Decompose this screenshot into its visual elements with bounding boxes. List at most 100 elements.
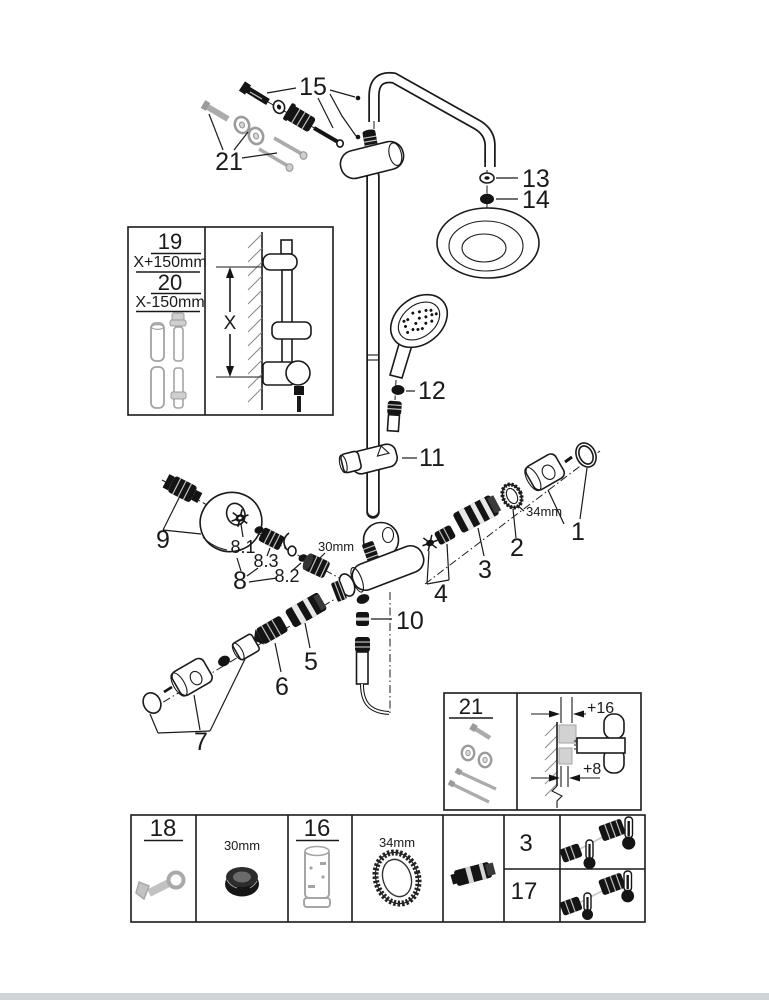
socket-sleeve-icon (303, 845, 331, 908)
wrench-icon (135, 870, 186, 901)
leader-34mm (516, 504, 525, 512)
rail-length-inset: 19 X+150mm 20 X-150mm (127, 226, 334, 416)
inset-number-20: 20 (158, 270, 182, 295)
leader-9 (162, 495, 202, 535)
retainer-clip (283, 532, 290, 551)
adapter-icon (450, 862, 496, 886)
callout-6: 6 (275, 673, 289, 701)
callout-14: 14 (522, 186, 550, 214)
valve-bottom-gasket (356, 594, 370, 604)
leader-7 (149, 658, 246, 734)
check-valve-6 (253, 616, 288, 645)
callout-3: 3 (478, 556, 492, 584)
ring-nut-34mm-icon (372, 849, 422, 907)
table-size-30mm: 30mm (224, 838, 260, 853)
shower-arm (368, 71, 496, 167)
leader-3 (477, 527, 485, 557)
callout-5: 5 (304, 648, 318, 676)
union-set-7 (142, 633, 260, 714)
leader-8-1 (240, 523, 244, 538)
callout-9: 9 (156, 526, 170, 554)
gasket-8 (254, 526, 264, 534)
thermostat-valve-body (331, 544, 425, 602)
leader-4 (426, 543, 450, 585)
callout-12: 12 (418, 377, 446, 405)
union-part-9 (162, 474, 203, 503)
inset-length-19: X+150mm (133, 254, 206, 271)
leader-8-2 (292, 562, 302, 571)
head-shower (436, 207, 540, 279)
thermometer-icon (622, 816, 636, 850)
handshower-connector (386, 400, 402, 433)
wall-bracket-top (339, 140, 405, 180)
inset-21-hardware (447, 722, 497, 804)
thermometer-icon (582, 892, 593, 920)
callout-7: 7 (194, 728, 208, 756)
inset-length-20: X-150mm (135, 294, 204, 311)
inset-number-21: 21 (459, 694, 483, 719)
callout-8-1: 8.1 (230, 537, 255, 557)
callout-8-3: 8.3 (253, 551, 278, 571)
leader-15 (266, 87, 361, 140)
star-washer-8-1 (231, 509, 249, 527)
callout-4: 4 (434, 580, 448, 608)
callout-1: 1 (571, 518, 585, 546)
callout-11: 11 (419, 444, 445, 472)
thermometer-icon (583, 839, 596, 869)
fastener-set-15 (238, 81, 344, 148)
star-washer-4 (422, 534, 438, 552)
ring-2-34mm (500, 482, 524, 510)
inset-offset-bottom: +8 (583, 761, 601, 778)
table-number-3: 3 (519, 830, 532, 857)
rail-tube-long (150, 322, 165, 409)
callout-13: 13 (522, 165, 550, 193)
leader-1 (547, 467, 588, 525)
inset-offset-top: +16 (587, 700, 614, 717)
leader-8-3 (266, 547, 271, 557)
inset-21-wall-sketch: +16 +8 (531, 697, 626, 808)
gasket-14 (480, 193, 494, 205)
table-size-34mm: 34mm (379, 835, 415, 850)
rail-holder-11 (338, 443, 398, 475)
cartridge-3 (453, 495, 502, 533)
washer-13 (479, 172, 495, 184)
label-30mm-main: 30mm (318, 539, 354, 554)
fastener-set-21 (200, 100, 308, 172)
callout-15: 15 (299, 73, 327, 101)
gasket-12 (391, 385, 405, 395)
inset-dimension-x: X (216, 266, 262, 378)
handshower-centerline (394, 379, 397, 401)
hose-nut-10 (356, 612, 369, 626)
table-number-18: 18 (150, 815, 177, 842)
inset-dim-x: X (224, 313, 237, 334)
thermo-elements-icon-row-3 (559, 816, 636, 869)
table-number-16: 16 (304, 815, 331, 842)
connector-8-3 (258, 527, 285, 550)
shower-hose (355, 637, 390, 715)
cartridge-5 (285, 592, 327, 628)
ring-8 (287, 545, 297, 557)
nut-30mm-icon (225, 867, 259, 897)
leader-5 (304, 622, 311, 649)
callout-8: 8 (233, 567, 247, 595)
callout-10: 10 (396, 607, 424, 635)
callout-8-2: 8.2 (274, 566, 299, 586)
parts-table: 18 30mm 16 34mm (130, 814, 646, 923)
right-chain-axis (424, 450, 601, 585)
inset-number-19: 19 (158, 229, 182, 254)
callout-2: 2 (510, 534, 524, 562)
leader-8 (236, 557, 278, 583)
rail-tube-short (169, 312, 187, 409)
mounting-inset: 21 (443, 692, 642, 811)
hand-shower (389, 293, 449, 379)
label-34mm-main: 34mm (526, 504, 562, 519)
leader-2 (512, 508, 517, 539)
leader-21-top (208, 113, 278, 159)
thermo-elements-icon-row-17 (559, 870, 635, 920)
inset-wall-sketch (247, 232, 312, 412)
leader-6 (274, 642, 282, 673)
wall-union-1 (524, 442, 597, 492)
adapter-4 (434, 525, 456, 545)
callout-21-top: 21 (215, 148, 243, 176)
